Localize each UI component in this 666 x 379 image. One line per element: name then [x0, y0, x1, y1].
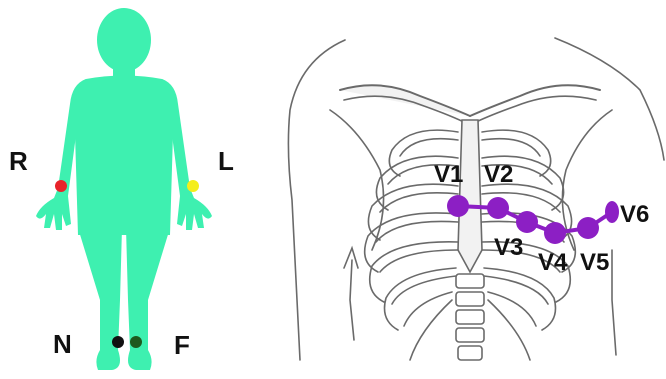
clavicle-right-under [472, 96, 596, 124]
arm-edge-left [350, 260, 354, 340]
arm-edge-right [612, 250, 616, 355]
head [97, 8, 151, 72]
foot-electrode [130, 336, 142, 348]
label-foot: F [174, 332, 190, 358]
rib [484, 276, 548, 304]
rib [380, 193, 458, 212]
torso-outline-left [288, 40, 345, 360]
label-left-arm: L [218, 148, 234, 174]
right-leg [78, 228, 122, 370]
rib [404, 292, 452, 326]
torso-outline-right [555, 38, 664, 160]
label-v3: V3 [494, 236, 523, 260]
label-right-arm: R [9, 148, 28, 174]
right-arm-electrode [55, 180, 67, 192]
label-v5: V5 [580, 251, 609, 275]
rib-cage-illustration [288, 38, 664, 360]
rib [482, 139, 540, 156]
rib [400, 139, 458, 156]
label-v2: V2 [484, 163, 513, 187]
label-neutral: N [53, 331, 72, 357]
vertebra [458, 346, 482, 360]
label-v4: V4 [538, 251, 567, 275]
left-leg [126, 228, 170, 370]
spine [456, 274, 484, 360]
vertebra [456, 274, 484, 288]
v2-electrode [487, 197, 509, 219]
vertebra [456, 328, 484, 342]
v1-electrode [447, 195, 469, 217]
v3-electrode [516, 211, 538, 233]
neutral-electrode [112, 336, 124, 348]
rib [392, 276, 456, 304]
v4-electrode [544, 222, 566, 244]
rib [488, 292, 536, 326]
left-arm-electrode [187, 180, 199, 192]
v5-electrode [577, 217, 599, 239]
vertebra [456, 292, 484, 306]
torso [74, 76, 174, 236]
vertebra [456, 310, 484, 324]
label-v1: V1 [434, 163, 463, 187]
v6-electrode [605, 201, 619, 223]
label-v6: V6 [620, 203, 649, 227]
rib [376, 221, 458, 242]
